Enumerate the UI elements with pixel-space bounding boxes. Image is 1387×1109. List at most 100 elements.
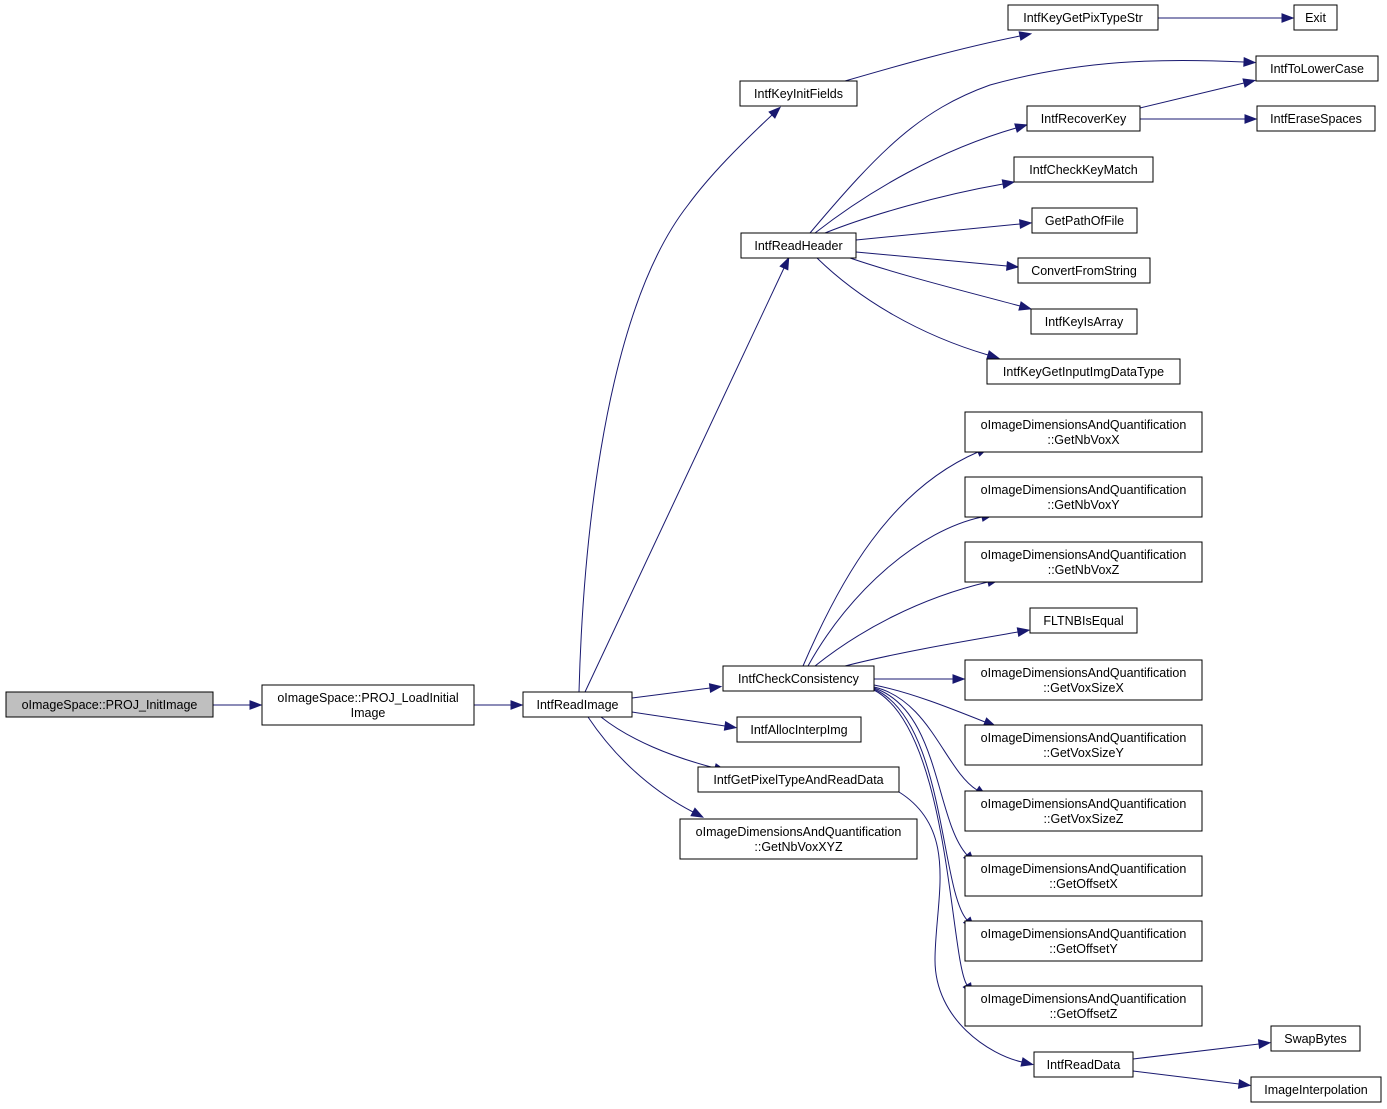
node-box[interactable]	[1250, 1076, 1382, 1103]
node-nbvoxz[interactable]: oImageDimensionsAndQuantification::GetNb…	[964, 541, 1203, 583]
node-inputimg[interactable]: IntfKeyGetInputImgDataType	[986, 358, 1181, 385]
arrowhead-inputimg	[986, 350, 1000, 360]
node-isarray[interactable]: IntfKeyIsArray	[1030, 308, 1138, 335]
arrowhead-checkkey	[1001, 179, 1016, 189]
node-interp[interactable]: ImageInterpolation	[1250, 1076, 1382, 1103]
node-box[interactable]	[964, 541, 1203, 583]
arrowhead-initfields	[768, 106, 782, 119]
node-offx[interactable]: oImageDimensionsAndQuantification::GetOf…	[964, 855, 1203, 897]
node-box[interactable]	[964, 724, 1203, 766]
edge-checkcons-to-nbvoxz	[814, 581, 989, 667]
node-getpath[interactable]: GetPathOfFile	[1031, 207, 1138, 234]
node-label: IntfKeyIsArray	[1045, 315, 1124, 329]
node-box[interactable]	[1029, 607, 1138, 634]
node-label: oImageDimensionsAndQuantification	[696, 825, 902, 839]
edge-readheader-to-inputimg	[816, 257, 989, 356]
node-voxsizey[interactable]: oImageDimensionsAndQuantification::GetVo…	[964, 724, 1203, 766]
node-label: ::GetOffsetZ	[1050, 1007, 1118, 1021]
node-readimg[interactable]: IntfReadImage	[522, 691, 633, 718]
node-nbvoxy[interactable]: oImageDimensionsAndQuantification::GetNb…	[964, 476, 1203, 518]
node-box[interactable]	[1031, 207, 1138, 234]
node-erase[interactable]: IntfEraseSpaces	[1256, 105, 1376, 132]
node-label: oImageDimensionsAndQuantification	[981, 927, 1187, 941]
node-box[interactable]	[964, 659, 1203, 701]
node-label: IntfReadData	[1047, 1058, 1121, 1072]
node-box[interactable]	[1017, 257, 1151, 284]
node-box[interactable]	[964, 411, 1203, 453]
node-label: ::GetNbVoxXYZ	[754, 840, 843, 854]
node-alloc[interactable]: IntfAllocInterpImg	[736, 716, 862, 743]
node-getpixel[interactable]: IntfGetPixelTypeAndReadData	[697, 766, 900, 793]
node-box[interactable]	[1013, 156, 1154, 183]
node-label: Image	[351, 706, 386, 720]
node-label: ::GetVoxSizeY	[1043, 746, 1124, 760]
node-box[interactable]	[986, 358, 1181, 385]
node-label: oImageDimensionsAndQuantification	[981, 418, 1187, 432]
node-box[interactable]	[964, 855, 1203, 897]
node-label: ::GetVoxSizeZ	[1044, 812, 1124, 826]
node-box[interactable]	[522, 691, 633, 718]
node-label: ::GetNbVoxY	[1047, 498, 1120, 512]
node-checkkey[interactable]: IntfCheckKeyMatch	[1013, 156, 1154, 183]
node-voxsizex[interactable]: oImageDimensionsAndQuantification::GetVo…	[964, 659, 1203, 701]
node-label: ConvertFromString	[1031, 264, 1137, 278]
node-checkcons[interactable]: IntfCheckConsistency	[722, 665, 875, 692]
arrowhead-readheader	[779, 256, 790, 271]
node-box[interactable]	[739, 80, 858, 107]
edge-readimg-to-nbvoxxyz	[587, 716, 694, 813]
arrowhead-readimg	[510, 700, 524, 710]
node-voxsizez[interactable]: oImageDimensionsAndQuantification::GetVo…	[964, 790, 1203, 832]
node-label: ::GetOffsetY	[1049, 942, 1118, 956]
edge-readimg-to-initfields	[578, 114, 773, 693]
node-recover[interactable]: IntfRecoverKey	[1026, 105, 1141, 132]
node-label: SwapBytes	[1284, 1032, 1347, 1046]
node-box[interactable]	[736, 716, 862, 743]
arrowhead-readdata	[1020, 1057, 1035, 1067]
node-box[interactable]	[964, 985, 1203, 1027]
node-box[interactable]	[1007, 4, 1159, 31]
node-root[interactable]: oImageSpace::PROJ_InitImage	[5, 691, 214, 718]
node-readheader[interactable]: IntfReadHeader	[740, 232, 857, 259]
node-box[interactable]	[1030, 308, 1138, 335]
node-swap[interactable]: SwapBytes	[1270, 1025, 1361, 1052]
node-tolower[interactable]: IntfToLowerCase	[1255, 55, 1379, 82]
node-box[interactable]	[5, 691, 214, 718]
edge-checkcons-to-offz	[873, 689, 968, 986]
node-box[interactable]	[1293, 4, 1338, 31]
node-box[interactable]	[1256, 105, 1376, 132]
arrowhead-fltnb	[1016, 627, 1031, 637]
node-exit[interactable]: Exit	[1293, 4, 1338, 31]
edge-initfields-to-pixtype	[844, 35, 1021, 82]
node-box[interactable]	[964, 476, 1203, 518]
node-offy[interactable]: oImageDimensionsAndQuantification::GetOf…	[964, 920, 1203, 962]
node-box[interactable]	[1033, 1051, 1134, 1078]
edge-recover-to-tolower	[1139, 82, 1245, 109]
node-box[interactable]	[1026, 105, 1141, 132]
node-box[interactable]	[1255, 55, 1379, 82]
node-label: IntfGetPixelTypeAndReadData	[713, 773, 883, 787]
node-fltnb[interactable]: FLTNBIsEqual	[1029, 607, 1138, 634]
node-box[interactable]	[679, 818, 918, 860]
node-offz[interactable]: oImageDimensionsAndQuantification::GetOf…	[964, 985, 1203, 1027]
node-label: IntfCheckKeyMatch	[1029, 163, 1137, 177]
node-box[interactable]	[261, 684, 475, 726]
node-nbvoxxyz[interactable]: oImageDimensionsAndQuantification::GetNb…	[679, 818, 918, 860]
node-initfields[interactable]: IntfKeyInitFields	[739, 80, 858, 107]
node-box[interactable]	[697, 766, 900, 793]
node-box[interactable]	[964, 920, 1203, 962]
node-box[interactable]	[1270, 1025, 1361, 1052]
node-box[interactable]	[722, 665, 875, 692]
arrowhead-swap	[1257, 1039, 1272, 1049]
node-readdata[interactable]: IntfReadData	[1033, 1051, 1134, 1078]
node-convert[interactable]: ConvertFromString	[1017, 257, 1151, 284]
node-label: oImageDimensionsAndQuantification	[981, 992, 1187, 1006]
node-box[interactable]	[964, 790, 1203, 832]
node-nbvoxx[interactable]: oImageDimensionsAndQuantification::GetNb…	[964, 411, 1203, 453]
node-label: GetPathOfFile	[1045, 214, 1124, 228]
node-box[interactable]	[740, 232, 857, 259]
node-pixtype[interactable]: IntfKeyGetPixTypeStr	[1007, 4, 1159, 31]
arrowhead-recover	[1014, 123, 1028, 133]
arrowhead-checkcons	[708, 683, 723, 693]
call-edges	[213, 13, 1295, 1089]
